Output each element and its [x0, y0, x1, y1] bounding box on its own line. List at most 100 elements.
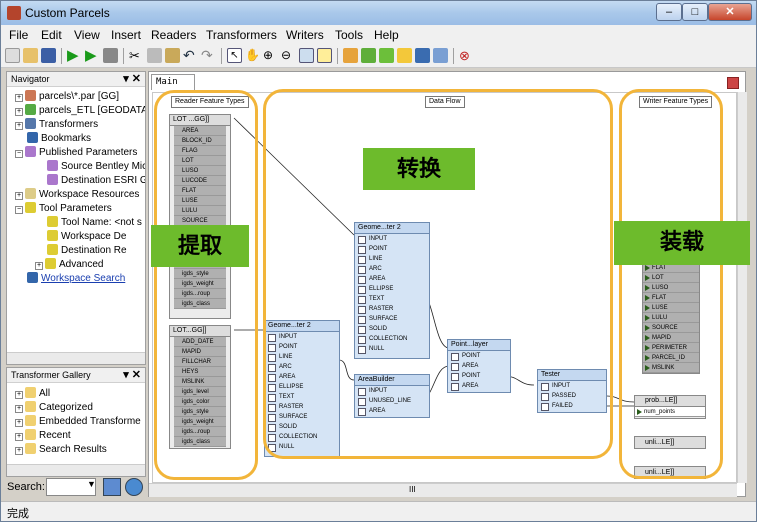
select-icon[interactable]: ↖: [227, 48, 242, 63]
tree-item-bookmarks[interactable]: Bookmarks: [27, 132, 145, 144]
tree-item-advanced[interactable]: +Advanced: [35, 258, 145, 270]
pan-icon[interactable]: ✋: [245, 48, 260, 62]
tree-item-writer[interactable]: +parcels_ETL [GEODATA: [15, 104, 145, 116]
output-port[interactable]: AREA: [355, 406, 429, 416]
output-port[interactable]: UNUSED_LINE: [355, 396, 429, 406]
writer-feature-type-2[interactable]: prob...LE]] num_points: [634, 395, 706, 419]
navigator-close-icon[interactable]: ▾ ✕: [123, 73, 141, 85]
refresh-icon[interactable]: [125, 478, 143, 496]
tree-item-destination[interactable]: Destination ESRI G: [47, 174, 145, 186]
output-port[interactable]: ELLIPSE: [355, 284, 429, 294]
output-port[interactable]: ARC: [355, 264, 429, 274]
menu-transformers[interactable]: Transformers: [206, 28, 277, 42]
gallery-item-all[interactable]: +All: [15, 387, 145, 399]
search-button-icon[interactable]: [103, 478, 121, 496]
tree-item-transformers[interactable]: +Transformers: [15, 118, 145, 130]
save-icon[interactable]: [41, 48, 56, 63]
input-port[interactable]: INPUT: [265, 332, 339, 342]
output-port[interactable]: POINT: [265, 342, 339, 352]
gallery-close-icon[interactable]: ▾ ✕: [123, 369, 141, 381]
navigator-scrollbar[interactable]: [7, 352, 145, 364]
writer-feature-type-1[interactable]: FLAT LOT LUSO FLAT LUSE LULU SOURCE MAPI…: [642, 262, 700, 374]
expand-icon[interactable]: +: [15, 391, 23, 399]
gallery-item-categorized[interactable]: +Categorized: [15, 401, 145, 413]
output-port[interactable]: FAILED: [538, 401, 606, 411]
collapse-icon[interactable]: −: [15, 150, 23, 158]
input-port[interactable]: INPUT: [538, 381, 606, 391]
expand-icon[interactable]: +: [15, 447, 23, 455]
input-port[interactable]: INPUT: [355, 386, 429, 396]
expand-icon[interactable]: +: [15, 94, 23, 102]
expand-icon[interactable]: +: [15, 108, 23, 116]
add-transformer-icon[interactable]: [397, 48, 412, 63]
tree-item-published-parameters[interactable]: −Published Parameters: [15, 146, 145, 158]
menu-writers[interactable]: Writers: [286, 28, 324, 42]
add-writer-icon[interactable]: [361, 48, 376, 63]
expand-icon[interactable]: +: [15, 419, 23, 427]
output-port[interactable]: ARC: [265, 362, 339, 372]
canvas-vscroll[interactable]: [737, 92, 747, 483]
stop-icon[interactable]: [103, 48, 118, 63]
paste-icon[interactable]: [165, 48, 180, 63]
output-port[interactable]: POINT: [448, 371, 510, 381]
output-port[interactable]: RASTER: [265, 402, 339, 412]
output-port[interactable]: AREA: [265, 372, 339, 382]
expand-icon[interactable]: +: [35, 262, 43, 270]
reader-feature-type-1[interactable]: LOT ...GG]] AREA BLOCK_ID FLAG LOT LUSO …: [169, 114, 231, 239]
tree-item-workspace-de[interactable]: Workspace De: [47, 230, 145, 242]
cut-icon[interactable]: ✂: [129, 48, 140, 63]
area-builder[interactable]: AreaBuilder INPUT UNUSED_LINE AREA: [354, 374, 430, 418]
collapse-icon[interactable]: −: [15, 206, 23, 214]
output-port[interactable]: SOLID: [355, 324, 429, 334]
add-feature-type-icon[interactable]: [379, 48, 394, 63]
output-port[interactable]: ELLIPSE: [265, 382, 339, 392]
output-port[interactable]: LINE: [355, 254, 429, 264]
point-on-area-overlayer[interactable]: Point...layer POINT AREA POINT AREA: [447, 339, 511, 393]
add-reader-icon[interactable]: [343, 48, 358, 63]
output-port[interactable]: LINE: [265, 352, 339, 362]
tree-item-workspace-search[interactable]: Workspace Search: [27, 272, 145, 284]
search-input[interactable]: [46, 478, 96, 496]
run-step-icon[interactable]: ▶: [85, 47, 97, 64]
zoom-out-icon[interactable]: ⊖: [281, 48, 292, 62]
tree-item-destination-re[interactable]: Destination Re: [47, 244, 145, 256]
output-port[interactable]: TEXT: [265, 392, 339, 402]
output-port[interactable]: SOLID: [265, 422, 339, 432]
open-icon[interactable]: [23, 48, 38, 63]
gallery-item-recent[interactable]: +Recent: [15, 429, 145, 441]
tab-main[interactable]: Main: [151, 74, 195, 90]
gallery-item-embedded[interactable]: +Embedded Transforme: [15, 415, 145, 427]
geometry-filter-1[interactable]: Geome...ter 2 INPUT POINT LINE ARC AREA …: [354, 222, 430, 359]
zoom-selected-icon[interactable]: [317, 48, 332, 63]
copy-icon[interactable]: [147, 48, 162, 63]
writer-feature-types-header[interactable]: Writer Feature Types: [639, 96, 713, 108]
tree-item-workspace-resources[interactable]: +Workspace Resources: [15, 188, 145, 200]
minimize-button[interactable]: –: [656, 3, 682, 21]
close-button[interactable]: ✕: [708, 3, 752, 21]
output-port[interactable]: POINT: [355, 244, 429, 254]
input-port[interactable]: AREA: [448, 361, 510, 371]
input-port[interactable]: POINT: [448, 351, 510, 361]
output-port[interactable]: PASSED: [538, 391, 606, 401]
close-tab-icon[interactable]: [727, 77, 739, 89]
input-port[interactable]: INPUT: [355, 234, 429, 244]
expand-icon[interactable]: +: [15, 122, 23, 130]
data-flow-header[interactable]: Data Flow: [425, 96, 465, 108]
maximize-button[interactable]: □: [682, 3, 708, 21]
tree-item-tool-parameters[interactable]: −Tool Parameters: [15, 202, 145, 214]
writer-feature-type-3[interactable]: unli...LE]]: [634, 436, 706, 449]
menu-tools[interactable]: Tools: [335, 28, 364, 42]
run-icon[interactable]: ▶: [67, 47, 79, 64]
grid-icon[interactable]: [433, 48, 448, 63]
undo-icon[interactable]: ↶: [183, 47, 195, 63]
zoom-extents-icon[interactable]: [299, 48, 314, 63]
menu-file[interactable]: File: [9, 28, 29, 42]
menu-insert[interactable]: Insert: [111, 28, 142, 42]
tester[interactable]: Tester INPUT PASSED FAILED: [537, 369, 607, 413]
workspace-canvas[interactable]: Main III Reader Feature Types Data Flow …: [148, 71, 747, 497]
redo-icon[interactable]: ↷: [201, 47, 213, 63]
output-port[interactable]: TEXT: [355, 294, 429, 304]
output-port[interactable]: RASTER: [355, 304, 429, 314]
tree-item-source[interactable]: Source Bentley Mic: [47, 160, 145, 172]
menu-edit[interactable]: Edit: [41, 28, 62, 42]
